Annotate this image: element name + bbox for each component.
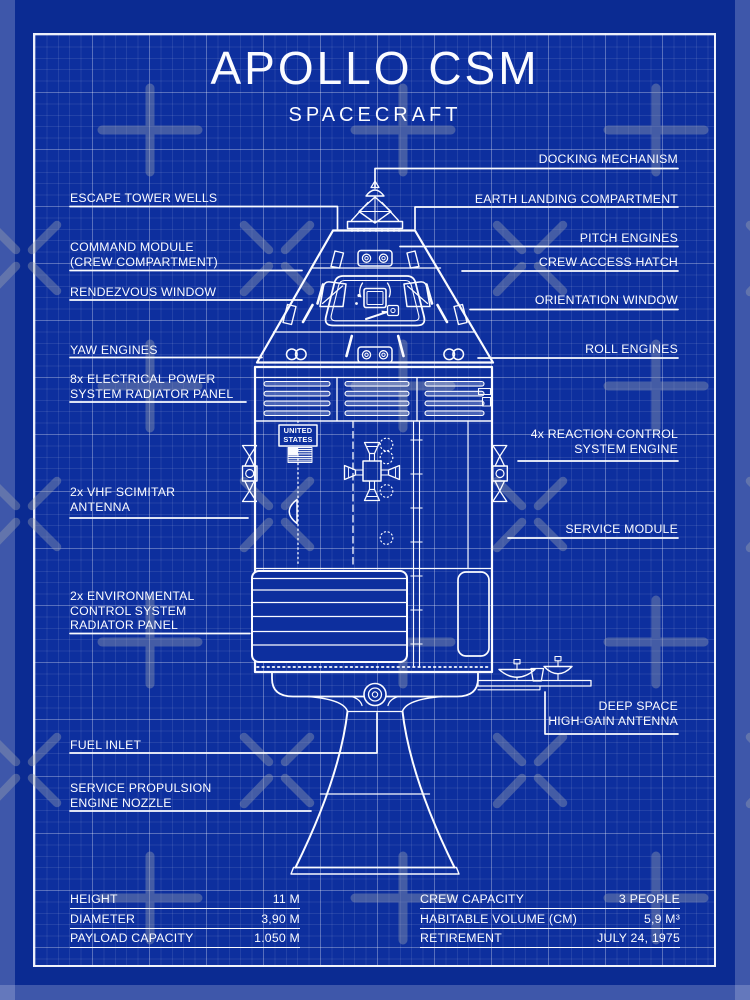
united-states-box bbox=[278, 424, 318, 447]
spec-value: JULY 24, 1975 bbox=[597, 931, 680, 946]
spec-label: HEIGHT bbox=[70, 891, 118, 906]
pitch-engines-shape bbox=[357, 249, 393, 267]
roll-engines-shape bbox=[443, 348, 465, 361]
ecs-radiator-panel bbox=[251, 570, 408, 663]
label-roll-engines: ROLL ENGINES bbox=[585, 342, 678, 356]
label-deep-space-antenna: DEEP SPACE HIGH-GAIN ANTENNA bbox=[548, 699, 678, 728]
spec-row-diameter: DIAMETER 3,90 M bbox=[70, 909, 300, 929]
spec-table-left: HEIGHT 11 M DIAMETER 3,90 M PAYLOAD CAPA… bbox=[70, 889, 300, 949]
yaw-engines-shape bbox=[285, 348, 307, 361]
spec-value: 1.050 M bbox=[254, 931, 300, 946]
left-rcs-pod bbox=[241, 444, 258, 503]
spec-value: 5,9 M³ bbox=[643, 911, 680, 926]
label-vhf-scimitar-antenna: 2x VHF SCIMITAR ANTENNA bbox=[70, 485, 176, 514]
label-service-module: SERVICE MODULE bbox=[565, 522, 678, 536]
spec-row-payload-capacity: PAYLOAD CAPACITY 1.050 M bbox=[70, 929, 300, 949]
aft-section bbox=[271, 671, 479, 713]
spec-value: 3,90 M bbox=[261, 911, 300, 926]
leader-lines bbox=[69, 167, 679, 812]
dotted-port-circles bbox=[379, 437, 394, 545]
label-electrical-power-radiator: 8x ELECTRICAL POWER SYSTEM RADIATOR PANE… bbox=[70, 372, 234, 401]
label-yaw-engines: YAW ENGINES bbox=[70, 343, 158, 357]
label-service-propulsion-nozzle: SERVICE PROPULSION ENGINE NOZZLE bbox=[70, 781, 212, 810]
high-gain-antenna-shape bbox=[477, 655, 592, 691]
spec-label: PAYLOAD CAPACITY bbox=[70, 931, 194, 946]
command-module-outline bbox=[255, 229, 495, 364]
service-module-outline bbox=[253, 365, 494, 674]
label-reaction-control-engine: 4x REACTION CONTROL SYSTEM ENGINE bbox=[530, 427, 678, 456]
label-crew-access-hatch: CREW ACCESS HATCH bbox=[538, 255, 678, 269]
photo-edge-left bbox=[0, 0, 15, 1000]
rcs-thruster-quad bbox=[343, 441, 401, 502]
label-orientation-window: ORIENTATION WINDOW bbox=[534, 293, 678, 307]
eps-radiator-slats bbox=[263, 380, 485, 417]
spec-label: DIAMETER bbox=[70, 911, 136, 926]
label-pitch-engines: PITCH ENGINES bbox=[579, 231, 678, 245]
label-command-module: COMMAND MODULE (CREW COMPARTMENT) bbox=[70, 240, 218, 269]
scimitar-antenna-shape bbox=[288, 498, 298, 525]
spec-label: HABITABLE VOLUME (CM) bbox=[420, 911, 578, 926]
spec-row-crew-capacity: CREW CAPACITY 3 PEOPLE bbox=[420, 889, 680, 909]
united-states-marking: UNITED STATES bbox=[283, 426, 313, 444]
label-environmental-control-radiator: 2x ENVIRONMENTAL CONTROL SYSTEM RADIATOR… bbox=[70, 589, 195, 633]
spec-label: CREW CAPACITY bbox=[420, 891, 525, 906]
engine-nozzle bbox=[290, 710, 460, 875]
label-fuel-inlet: FUEL INLET bbox=[70, 738, 142, 752]
spec-value: 3 PEOPLE bbox=[618, 891, 680, 906]
service-module-access-panel bbox=[457, 571, 490, 657]
spec-table-right: CREW CAPACITY 3 PEOPLE HABITABLE VOLUME … bbox=[420, 889, 680, 949]
spec-label: RETIREMENT bbox=[420, 931, 502, 946]
apollo-csm-diagram bbox=[69, 167, 679, 875]
title-block: APOLLO CSM SPACECRAFT bbox=[0, 42, 750, 126]
spec-row-height: HEIGHT 11 M bbox=[70, 889, 300, 909]
label-earth-landing-compartment: EARTH LANDING COMPARTMENT bbox=[474, 192, 678, 206]
photo-edge-bottom bbox=[0, 985, 750, 1000]
command-module-details bbox=[282, 249, 468, 364]
label-docking-mechanism: DOCKING MECHANISM bbox=[538, 152, 678, 166]
label-escape-tower-wells: ESCAPE TOWER WELLS bbox=[70, 191, 218, 205]
photo-edge-right bbox=[735, 0, 750, 1000]
spec-value: 11 M bbox=[272, 891, 300, 906]
right-rcs-pod bbox=[492, 444, 508, 503]
us-flag bbox=[287, 447, 313, 463]
poster-subtitle: SPACECRAFT bbox=[288, 104, 462, 126]
spec-row-habitable-volume: HABITABLE VOLUME (CM) 5,9 M³ bbox=[420, 909, 680, 929]
label-rendezvous-window: RENDEZVOUS WINDOW bbox=[70, 285, 217, 299]
spec-row-retirement: RETIREMENT JULY 24, 1975 bbox=[420, 929, 680, 949]
poster-title: APOLLO CSM bbox=[210, 42, 540, 94]
